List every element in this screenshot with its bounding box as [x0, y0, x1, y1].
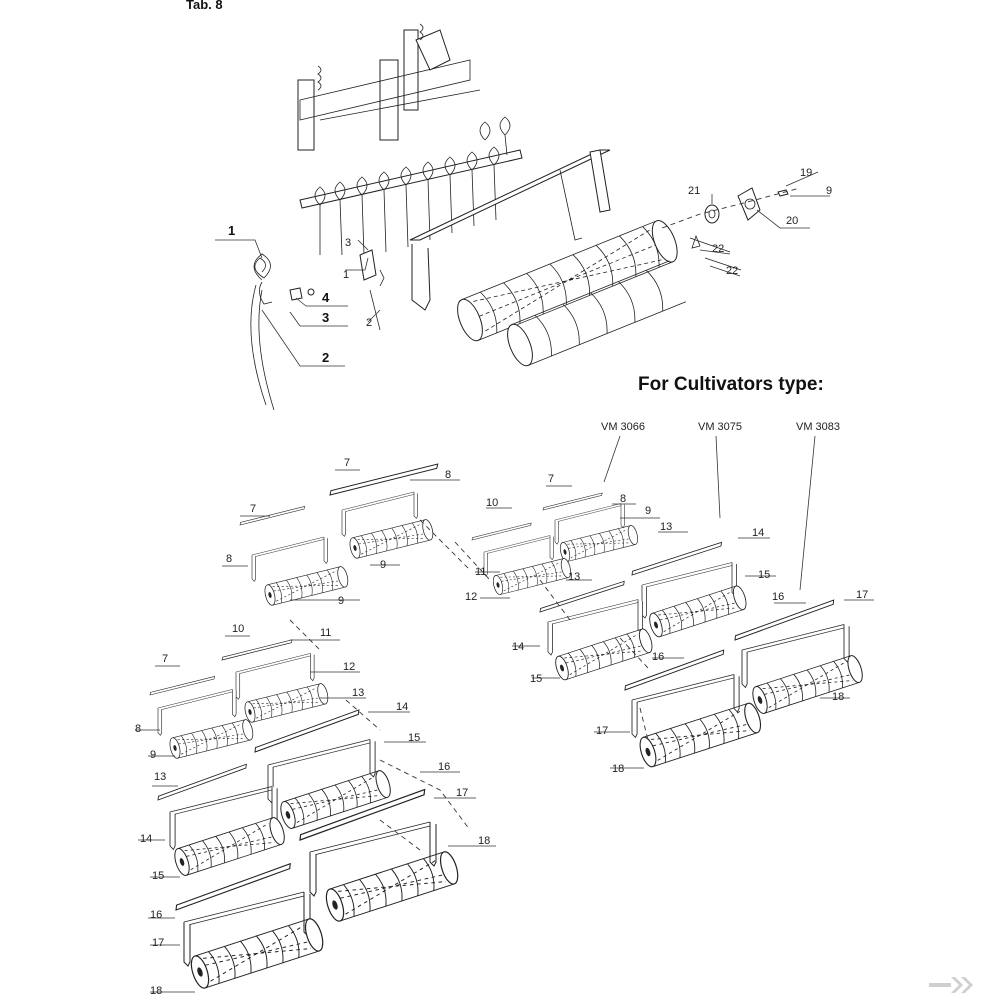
callout-left-17a: 17	[456, 787, 468, 799]
callout-left-9c: 9	[150, 749, 156, 761]
callout-left-13a: 13	[352, 687, 364, 699]
callout-right-7: 7	[548, 473, 554, 485]
callout-right-15b: 15	[530, 673, 542, 685]
callout-left-7c: 7	[162, 653, 168, 665]
callout-left-16b: 16	[150, 909, 162, 921]
callout-right-14a: 14	[752, 527, 764, 539]
callout-22a: 22	[712, 243, 724, 255]
callout-right-11: 11	[475, 566, 486, 578]
callout-right-17b: 17	[596, 725, 608, 737]
callout-left-18a: 18	[478, 835, 490, 847]
callout-left-12: 12	[343, 661, 355, 673]
callout-tine-1: 1	[228, 223, 235, 238]
callout-machine-2: 2	[366, 317, 372, 329]
callout-left-17b: 17	[152, 937, 164, 949]
callout-tine-2: 2	[322, 350, 329, 365]
callout-left-13b: 13	[154, 771, 166, 783]
callout-left-8c: 8	[135, 723, 141, 735]
callout-right-16a: 16	[772, 591, 784, 603]
callout-right-9: 9	[645, 505, 651, 517]
callout-left-11: 11	[320, 627, 331, 639]
callout-left-15b: 15	[152, 870, 164, 882]
right-component-set	[454, 492, 866, 770]
callout-left-7b: 7	[250, 503, 256, 515]
callout-22b: 22	[726, 265, 738, 277]
callout-right-10: 10	[486, 497, 498, 509]
cultivator-main-assembly	[297, 23, 687, 367]
left-component-set	[149, 463, 471, 991]
model-vm3083: VM 3083	[796, 421, 840, 433]
callout-right-17a: 17	[856, 589, 868, 601]
callout-19: 19	[800, 167, 812, 179]
table-label: Tab. 8	[186, 0, 223, 12]
callout-right-8: 8	[620, 493, 626, 505]
callout-right-12: 12	[465, 591, 477, 603]
callout-20: 20	[786, 215, 798, 227]
callout-tine-4: 4	[322, 290, 330, 305]
callout-right-13b: 13	[568, 571, 580, 583]
callout-left-14b: 14	[140, 833, 152, 845]
callout-right-18a: 18	[832, 691, 844, 703]
callout-left-10: 10	[232, 623, 244, 635]
callout-left-9b: 9	[338, 595, 344, 607]
model-vm3066: VM 3066	[601, 421, 645, 433]
bearing-parts	[661, 187, 801, 271]
callout-tine-3: 3	[322, 310, 329, 325]
brand-logo	[929, 977, 973, 993]
callout-right-16b: 16	[652, 651, 664, 663]
callout-machine-1: 1	[343, 269, 349, 281]
callout-left-16a: 16	[438, 761, 450, 773]
callout-21: 21	[688, 185, 700, 197]
callout-left-9a: 9	[380, 559, 386, 571]
callout-left-7a: 7	[344, 457, 350, 469]
model-vm3075: VM 3075	[698, 421, 742, 433]
callout-left-14a: 14	[396, 701, 408, 713]
callout-left-15a: 15	[408, 732, 420, 744]
callout-machine-3: 3	[345, 237, 351, 249]
single-tine	[250, 253, 315, 411]
callout-right-13a: 13	[660, 521, 672, 533]
callout-right-18b: 18	[612, 763, 624, 775]
callout-9: 9	[826, 185, 832, 197]
section-title: For Cultivators type:	[638, 374, 824, 395]
callout-left-18b: 18	[150, 985, 162, 997]
callout-right-15a: 15	[758, 569, 770, 581]
callout-right-14b: 14	[512, 641, 524, 653]
callout-left-8b: 8	[226, 553, 232, 565]
callout-left-8a: 8	[445, 469, 451, 481]
